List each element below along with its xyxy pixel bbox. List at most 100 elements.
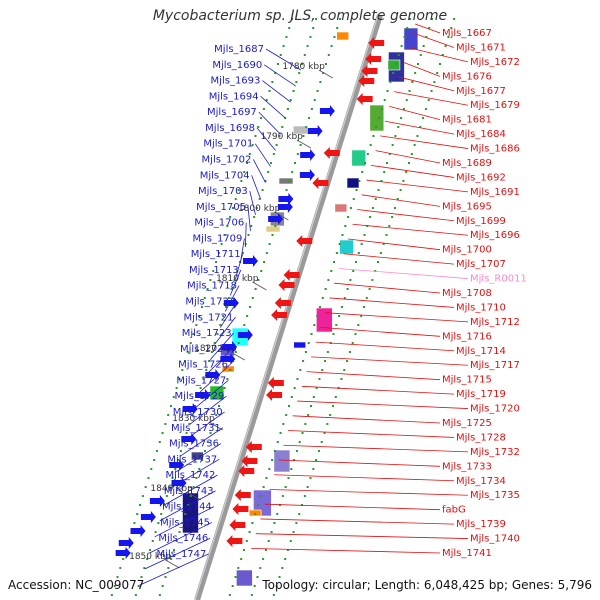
reverse-gene-arrow	[312, 177, 329, 189]
gene-label: Mjls_1709	[193, 233, 243, 244]
ring-dot-4	[374, 198, 377, 200]
ring-dot-1	[148, 549, 151, 551]
ring-dot-3	[344, 225, 347, 227]
label-leader-line	[265, 48, 302, 71]
ring-dot-5	[362, 306, 365, 308]
forward-gene-arrow	[169, 459, 185, 471]
label-leader-line	[256, 127, 276, 151]
ring-dot-2	[237, 342, 240, 344]
ring-dot-2	[271, 234, 274, 236]
ring-dot-1	[255, 207, 258, 209]
ring-dot-5	[312, 468, 315, 470]
ring-dot-4	[402, 108, 405, 110]
label-leader-line	[311, 356, 469, 366]
ring-dot-4	[324, 360, 327, 362]
label-leader-line	[260, 96, 286, 119]
ring-dot-0	[274, 72, 277, 74]
label-leader-line	[144, 537, 211, 570]
ring-dot-3	[397, 54, 400, 56]
ring-dot-0	[223, 234, 226, 236]
gene-label: fabG	[442, 505, 466, 516]
ring-dot-4	[422, 45, 425, 47]
ring-dot-1	[233, 279, 236, 281]
ring-dot-1	[303, 54, 306, 56]
gene-label: Mjls_1696	[470, 230, 520, 241]
ring-dot-5	[298, 513, 301, 515]
ring-dot-2	[319, 81, 322, 83]
gene-label: Mjls_1692	[456, 172, 506, 183]
ring-dot-4	[281, 495, 284, 497]
ring-dot-2	[172, 549, 175, 551]
ring-dot-4	[405, 99, 408, 101]
feature-block	[273, 449, 291, 473]
ring-dot-2	[268, 243, 271, 245]
ring-dot-5	[393, 207, 396, 209]
ring-dot-2	[167, 567, 170, 569]
feature-block	[316, 307, 333, 333]
ring-dot-5	[371, 279, 374, 281]
label-leader-line	[347, 238, 441, 251]
ring-dot-0	[195, 324, 198, 326]
ring-dot-2	[178, 531, 181, 533]
ring-dot-3	[330, 270, 333, 272]
ring-dot-0	[262, 108, 265, 110]
forward-gene-arrow	[130, 525, 146, 537]
label-leader-line	[292, 415, 441, 424]
gene-label: Mjls_1693	[211, 76, 261, 87]
ring-dot-0	[170, 405, 172, 407]
ring-dot-3	[304, 351, 307, 353]
ring-dot-3	[279, 432, 282, 434]
ring-dot-5	[286, 549, 289, 551]
ring-dot-1	[289, 99, 292, 101]
ring-dot-1	[278, 135, 281, 137]
label-leader-line	[199, 364, 231, 393]
ring-dot-1	[298, 72, 301, 74]
ring-dot-1	[151, 540, 154, 542]
scale-tick-line	[296, 139, 312, 149]
forward-gene-arrow	[223, 297, 239, 309]
gene-label: Mjls_1740	[470, 534, 520, 545]
ring-dot-2	[288, 180, 291, 182]
forward-gene-arrow	[222, 341, 238, 353]
ring-dot-0	[203, 297, 206, 299]
ring-dot-3	[245, 540, 248, 542]
ring-dot-1	[261, 189, 264, 191]
ring-dot-0	[189, 342, 192, 344]
gene-label: Mjls_1737	[167, 454, 217, 465]
ring-dot-5	[289, 540, 292, 542]
ring-dot-3	[366, 153, 369, 155]
ring-dot-4	[411, 81, 414, 83]
ring-dot-0	[206, 288, 209, 290]
ring-dot-0	[209, 279, 212, 281]
ring-dot-0	[181, 369, 184, 371]
ring-dot-4	[287, 477, 290, 479]
gene-label: Mjls_1713	[189, 265, 239, 276]
gene-label: Mjls_1730	[173, 407, 223, 418]
label-leader-line	[245, 222, 247, 248]
ring-dot-0	[113, 585, 116, 587]
forward-gene-arrow	[299, 169, 315, 181]
ring-dot-4	[397, 126, 400, 128]
ring-dot-1	[295, 81, 298, 83]
reverse-gene-arrow	[229, 519, 246, 531]
ring-dot-2	[212, 423, 215, 425]
ring-dot-2	[260, 270, 263, 272]
gene-label: Mjls_1702	[202, 154, 252, 165]
ring-dot-0	[150, 468, 153, 470]
ring-dot-1	[174, 468, 177, 470]
forward-gene-arrow	[195, 389, 211, 401]
label-leader-line	[254, 143, 271, 167]
ring-dot-3	[341, 234, 344, 236]
gene-label: Mjls_1715	[442, 375, 492, 386]
ring-dot-0	[240, 180, 243, 182]
label-leader-line	[324, 312, 469, 323]
ring-dot-2	[305, 126, 308, 128]
ring-dot-0	[175, 387, 178, 389]
ring-dot-5	[453, 18, 456, 20]
ring-dot-3	[372, 135, 375, 137]
ring-dot-0	[237, 189, 240, 191]
ring-dot-5	[295, 522, 298, 524]
gene-label: Mjls_1672	[470, 57, 520, 68]
ring-dot-1	[230, 288, 233, 290]
ring-dot-1	[199, 387, 202, 389]
